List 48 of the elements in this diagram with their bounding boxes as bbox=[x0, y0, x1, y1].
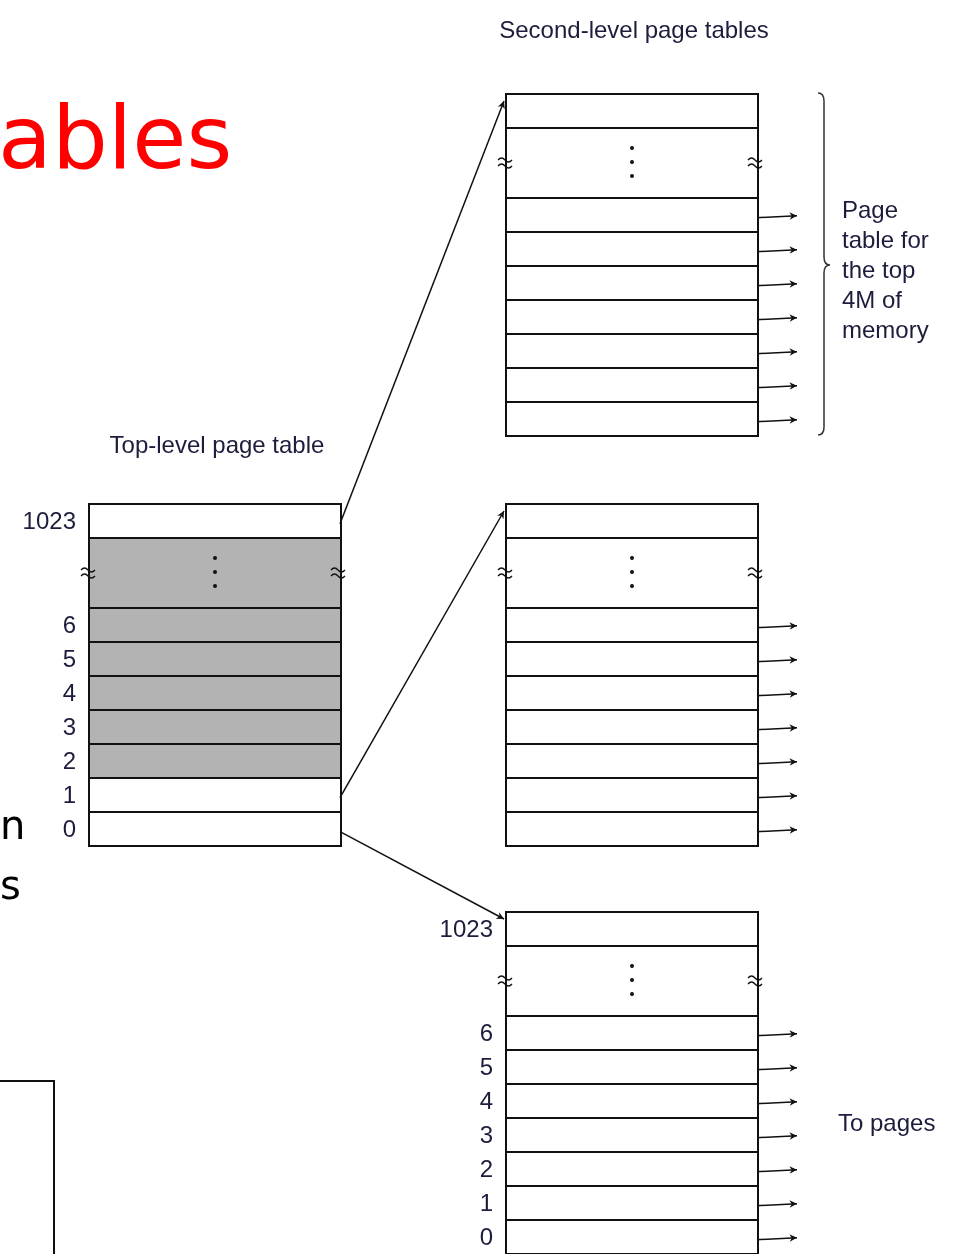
arrow bbox=[339, 100, 505, 525]
row-number: 0 bbox=[479, 1222, 493, 1252]
text-fragment: s bbox=[0, 861, 22, 910]
row-number: 5 bbox=[62, 644, 76, 674]
annotation: Page table for the top 4M of memory bbox=[842, 195, 930, 345]
row-number: 3 bbox=[479, 1120, 493, 1150]
arrow bbox=[756, 1030, 798, 1038]
table-heading: Second-level page tables bbox=[498, 15, 770, 45]
row-number: 0 bbox=[62, 814, 76, 844]
arrow bbox=[756, 416, 798, 424]
row-number: 1 bbox=[479, 1188, 493, 1218]
arrow bbox=[756, 348, 798, 356]
arrow bbox=[756, 1132, 798, 1140]
row-number: 2 bbox=[62, 746, 76, 776]
arrow bbox=[756, 758, 798, 766]
arrow bbox=[339, 830, 505, 920]
row-number: 1 bbox=[62, 780, 76, 810]
annotation: To pages bbox=[838, 1108, 937, 1138]
page-title: ables bbox=[0, 88, 234, 188]
row-number: 6 bbox=[479, 1018, 493, 1048]
arrow bbox=[756, 690, 798, 698]
arrow bbox=[756, 656, 798, 664]
arrow bbox=[756, 314, 798, 322]
row-number: 1023 bbox=[22, 506, 76, 536]
arrow bbox=[756, 382, 798, 390]
arrow bbox=[756, 246, 798, 254]
arrow bbox=[756, 280, 798, 288]
arrow bbox=[756, 792, 798, 800]
arrow bbox=[756, 1166, 798, 1174]
arrow bbox=[756, 1200, 798, 1208]
row-number: 3 bbox=[62, 712, 76, 742]
arrow bbox=[339, 510, 505, 799]
row-number: 5 bbox=[479, 1052, 493, 1082]
text-fragment: n bbox=[0, 801, 27, 850]
arrow bbox=[756, 1098, 798, 1106]
row-number: 2 bbox=[479, 1154, 493, 1184]
arrow bbox=[756, 1234, 798, 1242]
arrow bbox=[756, 1064, 798, 1072]
arrow bbox=[756, 622, 798, 630]
empty-box bbox=[0, 1080, 55, 1254]
row-number: 1023 bbox=[439, 914, 493, 944]
arrow bbox=[756, 212, 798, 220]
row-number: 4 bbox=[62, 678, 76, 708]
table-heading: Top-level page table bbox=[108, 430, 326, 460]
arrow bbox=[756, 826, 798, 834]
row-number: 4 bbox=[479, 1086, 493, 1116]
arrow bbox=[756, 724, 798, 732]
row-number: 6 bbox=[62, 610, 76, 640]
